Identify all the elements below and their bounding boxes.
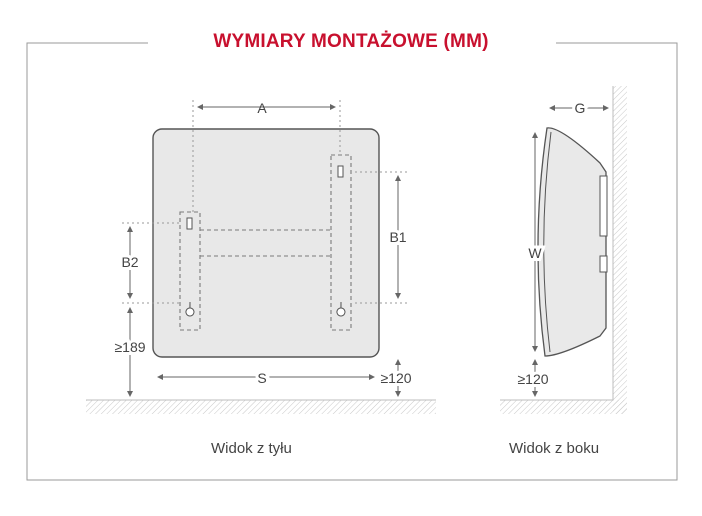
wall-bracket-side — [599, 175, 608, 273]
floor-clearance-label: ≥189 — [114, 339, 145, 355]
heater-front-edge — [543, 131, 552, 353]
dimension-b2-label: B2 — [121, 254, 138, 270]
keyhole-mount — [185, 301, 346, 317]
side-floor-clearance-label: ≥120 — [517, 371, 548, 387]
outer-frame — [26, 42, 678, 481]
mounting-bracket — [179, 154, 352, 331]
rear-view-caption: Widok z tyłu — [211, 440, 292, 457]
dimension-b2 — [122, 222, 180, 304]
heater-panel-rear — [152, 128, 380, 358]
dimension-a — [192, 100, 341, 212]
dimension-a-label: A — [257, 100, 267, 116]
side-clearance-label: ≥120 — [380, 370, 411, 386]
side-view-caption: Widok z boku — [509, 440, 600, 457]
dimension-b1 — [355, 171, 410, 304]
rear-view: A B1 B2 ≥189 S — [86, 100, 436, 414]
wall-hatch — [613, 86, 627, 414]
heater-profile-side — [537, 127, 607, 357]
floor-hatch — [86, 400, 436, 414]
dimension-g-label: G — [575, 100, 586, 116]
floor-hatch-side — [500, 400, 627, 414]
page-title: WYMIARY MONTAŻOWE (MM) — [213, 31, 489, 52]
bracket-slot — [186, 165, 344, 230]
side-view: G W ≥120 — [500, 86, 627, 414]
wall-corner-line — [500, 86, 614, 401]
dimension-w-label: W — [528, 245, 542, 261]
dimension-s-label: S — [257, 370, 266, 386]
dimension-b1-label: B1 — [389, 229, 406, 245]
